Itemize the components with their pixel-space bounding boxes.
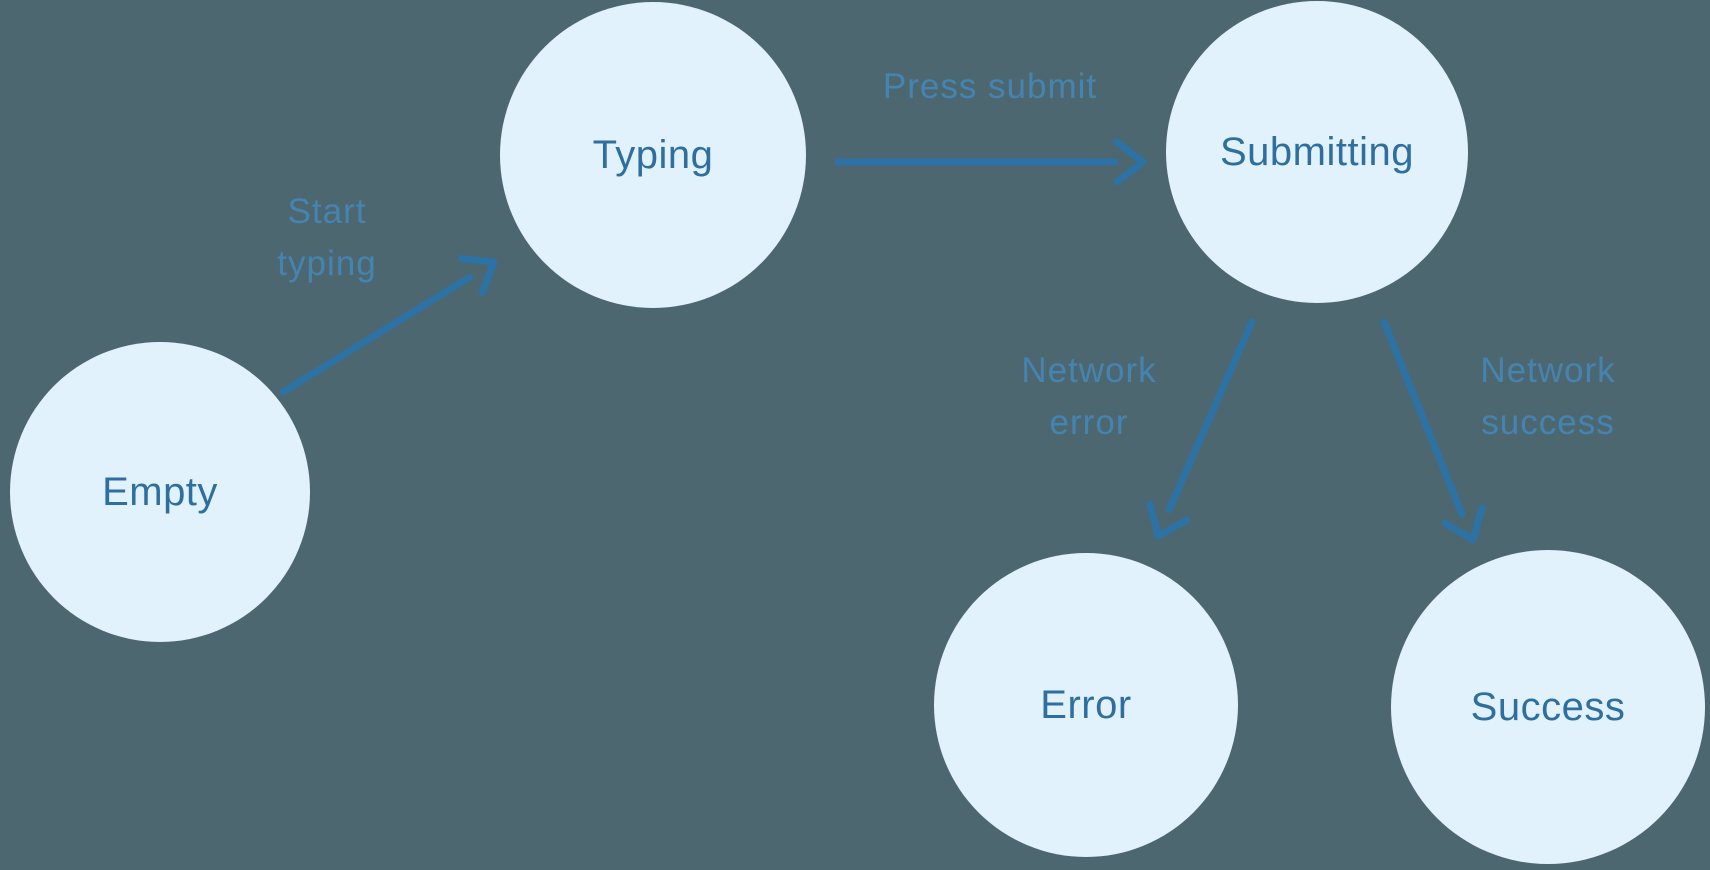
state-node-error: Error [934, 553, 1238, 857]
edge-typing-to-submitting [834, 138, 1147, 186]
arrowhead-icon [1441, 504, 1486, 544]
state-node-success: Success [1391, 550, 1705, 864]
state-node-label: Error [1040, 682, 1132, 727]
state-node-submitting: Submitting [1166, 1, 1468, 303]
state-node-empty: Empty [10, 342, 310, 642]
arrowhead-icon [1146, 500, 1191, 540]
edge-submitting-to-error [1146, 318, 1256, 540]
edge-label-press-submit: Press submit [882, 67, 1098, 106]
state-node-label: Empty [102, 469, 218, 514]
arrowhead-icon [1113, 138, 1147, 186]
edge-label-network-error: Network error [1021, 351, 1157, 442]
edge-submitting-to-success [1380, 318, 1486, 544]
arrowhead-icon [457, 255, 498, 297]
state-node-label: Submitting [1220, 129, 1414, 174]
state-node-label: Success [1470, 684, 1626, 729]
state-node-label: Typing [592, 132, 714, 177]
state-node-typing: Typing [500, 2, 806, 308]
edge-label-start-typing: Start typing [277, 192, 377, 283]
edge-label-network-success: Network success [1480, 351, 1616, 442]
